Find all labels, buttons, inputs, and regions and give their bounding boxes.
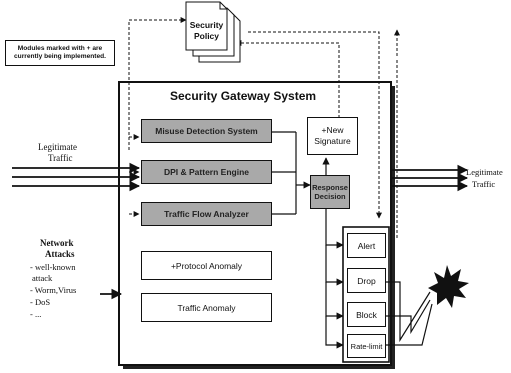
- note-line-2: currently being implemented.: [14, 53, 106, 60]
- new-signature-line-2: Signature: [314, 136, 351, 146]
- response-decision-line-2: Decision: [314, 192, 346, 201]
- legit-out-label-2: Traffic: [472, 179, 496, 189]
- module-misuse-detection: Misuse Detection System: [141, 119, 272, 143]
- action-drop: Drop: [347, 268, 386, 293]
- new-signature-box: +New Signature: [307, 117, 358, 155]
- block-to-burst-line: [386, 299, 431, 335]
- module-protocol-label: +Protocol Anomaly: [170, 260, 243, 271]
- action-alert-label: Alert: [357, 240, 376, 251]
- action-drop-label: Drop: [357, 275, 376, 286]
- note-line-1: Modules marked with + are: [17, 44, 103, 52]
- policy-document-stack: [185, 1, 241, 63]
- policy-to-misuse-line: [128, 17, 187, 150]
- action-block-label: Block: [356, 309, 377, 320]
- attack-item: - ...: [30, 309, 42, 319]
- note-box: Modules marked with + are currently bein…: [5, 40, 115, 66]
- policy-label-2: Policy: [193, 31, 220, 41]
- module-flow-label: Traffic Flow Analyzer: [164, 209, 249, 219]
- signature-to-policy-line: [235, 40, 340, 117]
- gateway-title: Security Gateway System: [170, 89, 317, 103]
- drop-to-burst-line: [386, 281, 431, 343]
- action-block: Block: [347, 302, 386, 327]
- burst-icon: [428, 265, 469, 308]
- legit-in-label-2: Traffic: [48, 153, 73, 163]
- module-traffic-anomaly: Traffic Anomaly: [141, 293, 272, 322]
- new-signature-line-1: +New: [321, 124, 344, 135]
- legit-in-label-1: Legitimate: [38, 142, 77, 152]
- module-traffic-flow: Traffic Flow Analyzer: [141, 202, 272, 226]
- module-protocol-anomaly: +Protocol Anomaly: [141, 251, 272, 280]
- module-dpi-label: DPI & Pattern Engine: [163, 167, 249, 177]
- module-misuse-label: Misuse Detection System: [155, 126, 258, 136]
- attacks-heading-2: Attacks: [45, 249, 75, 259]
- attack-item: attack: [32, 273, 53, 283]
- ratelimit-to-burst-line: [386, 303, 433, 346]
- attack-item: - well-known: [30, 262, 76, 272]
- attack-item: - Worm,Virus: [30, 285, 77, 295]
- attacks-heading-1: Network: [40, 238, 74, 248]
- attack-item: - DoS: [30, 297, 51, 307]
- action-rate-limit-label: Rate-limit: [350, 341, 383, 351]
- action-alert: Alert: [347, 233, 386, 258]
- policy-label-1: Security: [189, 20, 224, 30]
- decision-to-actions-line: [325, 316, 344, 349]
- action-rate-limit: Rate-limit: [347, 334, 386, 358]
- response-decision-line-1: Response: [312, 182, 348, 192]
- response-decision-box: Response Decision: [310, 175, 350, 209]
- legit-out-label-1: Legitimate: [466, 167, 503, 177]
- module-traffic-anomaly-label: Traffic Anomaly: [177, 302, 236, 313]
- policy-to-actions-line: [248, 31, 382, 219]
- module-dpi-engine: DPI & Pattern Engine: [141, 160, 272, 184]
